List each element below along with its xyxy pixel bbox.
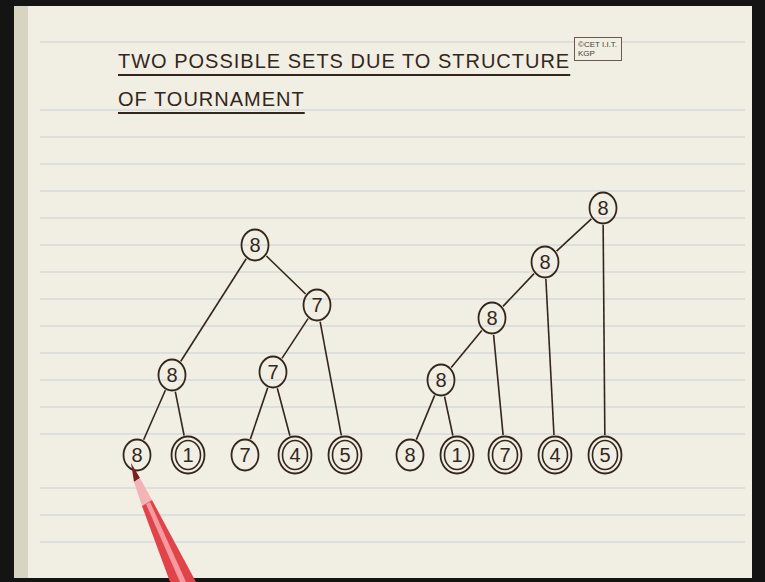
tree-edge	[277, 388, 290, 436]
node-value: 8	[435, 369, 446, 391]
node-value: 7	[311, 294, 322, 316]
double-circle-node: 1	[439, 435, 475, 475]
double-circle-node: 4	[537, 435, 573, 475]
node-value: 7	[267, 361, 278, 383]
tree-edge	[144, 390, 166, 440]
page-title: TWO POSSIBLE SETS DUE TO STRUCTURE OF TO…	[118, 42, 588, 118]
node-value: 4	[549, 444, 560, 466]
circle-node: 8	[157, 358, 187, 392]
tree-edge	[320, 322, 341, 436]
node-value: 8	[486, 307, 497, 329]
stamp-text: ©CET I.I.T. KGP	[578, 40, 618, 58]
double-circle-node: 1	[170, 435, 206, 475]
node-value: 1	[182, 444, 193, 466]
node-value: 1	[451, 444, 462, 466]
double-circle-node: 7	[487, 435, 523, 475]
node-value: 5	[339, 444, 350, 466]
stamp-box: ©CET I.I.T. KGP	[574, 37, 622, 61]
circle-node: 8	[240, 228, 270, 262]
circle-node: 7	[230, 438, 260, 472]
double-circle-node: 4	[277, 435, 313, 475]
double-circle-node: 5	[587, 435, 623, 475]
tree-edge	[416, 395, 434, 439]
tree-edge	[445, 397, 453, 436]
tree-edge	[175, 392, 184, 436]
circle-node: 8	[588, 191, 618, 225]
tree-edge	[250, 388, 267, 439]
tree-edge	[266, 256, 305, 294]
double-circle-node: 5	[327, 435, 363, 475]
tree-edge	[557, 219, 592, 251]
tree-edge	[546, 279, 554, 435]
circle-node: 8	[122, 438, 152, 472]
tree-edge	[181, 259, 246, 361]
node-value: 8	[166, 364, 177, 386]
circle-node: 8	[395, 438, 425, 472]
tree-edge	[494, 335, 504, 435]
node-value: 8	[539, 251, 550, 273]
node-value: 8	[597, 197, 608, 219]
node-value: 8	[249, 234, 260, 256]
node-value: 5	[599, 444, 610, 466]
circle-node: 8	[426, 363, 456, 397]
node-value: 4	[289, 444, 300, 466]
node-value: 7	[239, 444, 250, 466]
circle-node: 7	[258, 355, 288, 389]
node-value: 8	[404, 444, 415, 466]
circle-node: 8	[530, 245, 560, 279]
circle-node: 8	[477, 301, 507, 335]
tree-edge	[451, 330, 482, 367]
circle-node: 7	[302, 288, 332, 322]
node-value: 8	[131, 444, 142, 466]
tree-edge	[603, 225, 605, 435]
tree-edge	[282, 319, 308, 359]
tree-edge	[503, 274, 534, 307]
node-value: 7	[499, 444, 510, 466]
